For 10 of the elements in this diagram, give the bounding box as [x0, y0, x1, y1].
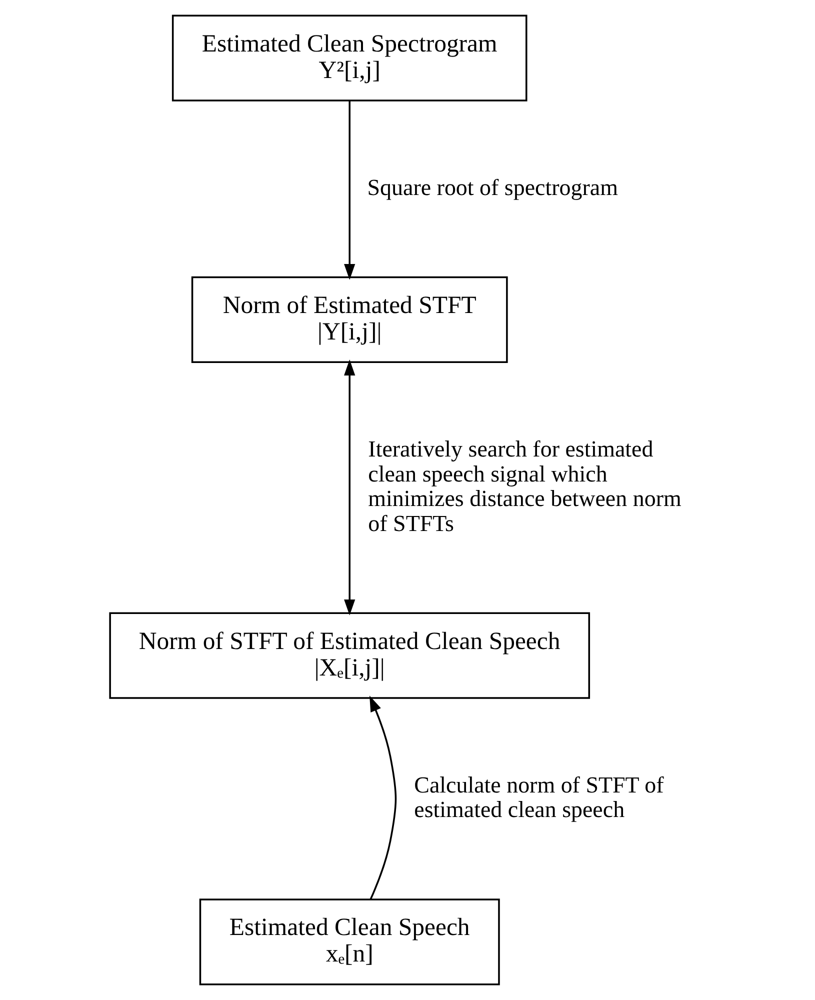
edge-label: Square root of spectrogram [367, 174, 618, 200]
node-box: Estimated Clean Speech xₑ[n] [199, 898, 500, 986]
node-box: Estimated Clean Spectrogram Y²[i,j] [172, 14, 528, 102]
arrow [344, 100, 356, 280]
node-box: Norm of STFT of Estimated Clean Speech |Xₑ[i,j]| [109, 612, 590, 699]
arrow [370, 696, 397, 900]
edge-label: Calculate norm of STFT of estimated clean speech [414, 772, 664, 822]
arrow [344, 360, 356, 616]
edge-label: Iteratively search for estimated clean speech signal which minimizes distance between norm of STFTs [368, 436, 682, 536]
node-box: Norm of Estimated STFT |Y[i,j]| [191, 276, 508, 363]
